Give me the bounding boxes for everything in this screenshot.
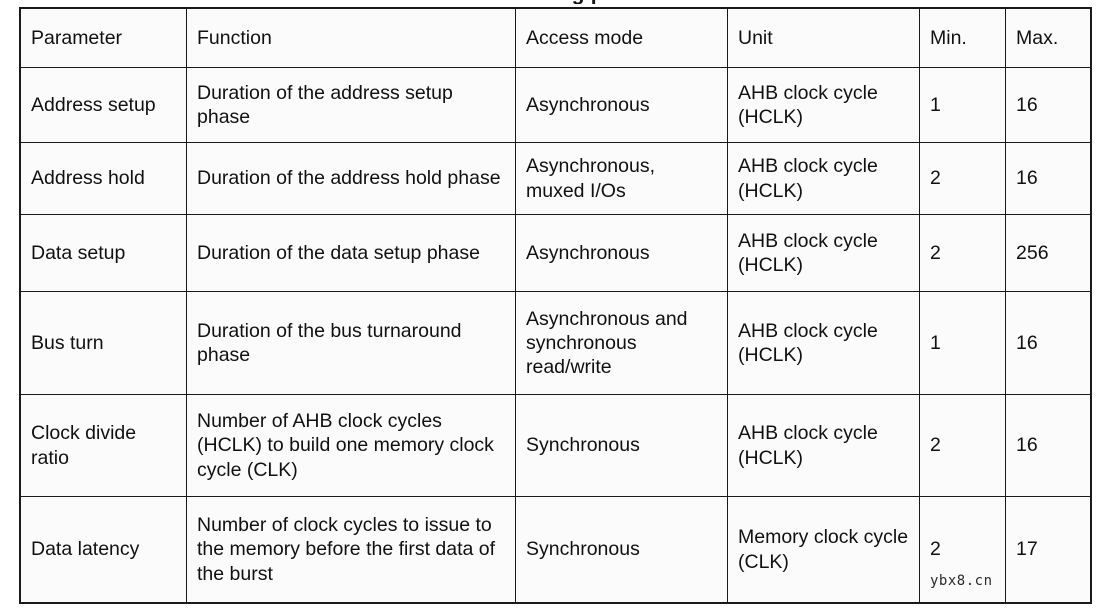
table-caption-remnant: Table. FMC timing parameters	[0, 0, 1108, 4]
column-header-access-mode: Access mode	[515, 8, 728, 68]
cell-function: Number of AHB clock cycles (HCLK) to bui…	[186, 394, 516, 497]
table-header-row: Parameter Function Access mode Unit Min.…	[20, 8, 1091, 68]
table-row: Data latency Number of clock cycles to i…	[20, 496, 1091, 603]
cell-access-mode: Asynchronous and synchronous read/write	[515, 291, 728, 395]
cell-function: Number of clock cycles to issue to the m…	[186, 496, 516, 603]
cell-access-mode: Asynchronous	[515, 214, 728, 292]
cell-min: 1	[919, 67, 1006, 143]
cell-access-mode: Synchronous	[515, 496, 728, 603]
table-row: Address setup Duration of the address se…	[20, 67, 1091, 143]
cell-function: Duration of the bus turnaround phase	[186, 291, 516, 395]
cell-parameter: Address setup	[20, 67, 187, 143]
cell-parameter: Clock divide ratio	[20, 394, 187, 497]
cell-unit: AHB clock cycle (HCLK)	[727, 291, 920, 395]
cell-max: 16	[1005, 394, 1091, 497]
cell-unit: AHB clock cycle (HCLK)	[727, 142, 920, 215]
cell-min: 1	[919, 291, 1006, 395]
cell-parameter: Address hold	[20, 142, 187, 215]
cell-access-mode: Asynchronous	[515, 67, 728, 143]
cell-max: 17	[1005, 496, 1091, 603]
cell-min: 2	[919, 142, 1006, 215]
cell-access-mode: Asynchronous, muxed I/Os	[515, 142, 728, 215]
cell-min: 2	[919, 394, 1006, 497]
cell-function: Duration of the address hold phase	[186, 142, 516, 215]
column-header-unit: Unit	[727, 8, 920, 68]
cell-unit: Memory clock cycle (CLK)	[727, 496, 920, 603]
table-body: Address setup Duration of the address se…	[20, 67, 1091, 603]
column-header-function: Function	[186, 8, 516, 68]
table-row: Bus turn Duration of the bus turnaround …	[20, 291, 1091, 395]
table-row: Address hold Duration of the address hol…	[20, 142, 1091, 215]
cell-parameter: Data latency	[20, 496, 187, 603]
table-row: Clock divide ratio Number of AHB clock c…	[20, 394, 1091, 497]
cell-parameter: Bus turn	[20, 291, 187, 395]
cell-access-mode: Synchronous	[515, 394, 728, 497]
cell-max: 16	[1005, 142, 1091, 215]
column-header-max: Max.	[1005, 8, 1091, 68]
site-watermark: ybx8.cn	[928, 573, 995, 589]
cell-unit: AHB clock cycle (HCLK)	[727, 67, 920, 143]
cell-max: 16	[1005, 67, 1091, 143]
column-header-parameter: Parameter	[20, 8, 187, 68]
table-row: Data setup Duration of the data setup ph…	[20, 214, 1091, 292]
spec-table-container: Parameter Function Access mode Unit Min.…	[19, 7, 1092, 604]
cell-parameter: Data setup	[20, 214, 187, 292]
cell-function: Duration of the address setup phase	[186, 67, 516, 143]
cell-min: 2	[919, 214, 1006, 292]
cell-unit: AHB clock cycle (HCLK)	[727, 214, 920, 292]
cell-function: Duration of the data setup phase	[186, 214, 516, 292]
cell-max: 256	[1005, 214, 1091, 292]
table-header: Parameter Function Access mode Unit Min.…	[20, 8, 1091, 68]
column-header-min: Min.	[919, 8, 1006, 68]
cell-max: 16	[1005, 291, 1091, 395]
cell-unit: AHB clock cycle (HCLK)	[727, 394, 920, 497]
fmc-timing-parameters-table: Parameter Function Access mode Unit Min.…	[19, 7, 1092, 604]
